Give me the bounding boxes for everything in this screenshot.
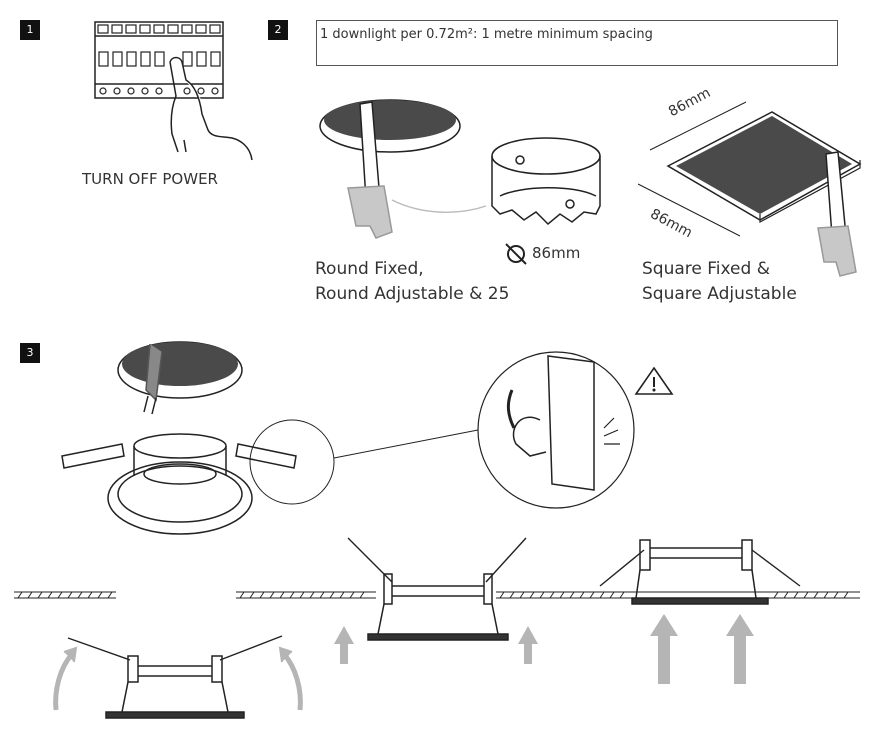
square-caption-line2: Square Adjustable [642,284,797,304]
round-caption-line2: Round Adjustable & 25 [315,284,510,304]
square-saw-icon [817,151,857,277]
turn-off-power-caption: TURN OFF POWER [82,170,218,188]
ceiling-line-1 [14,591,116,599]
square-caption-line1: Square Fixed & [642,259,770,279]
round-caption-line1: Round Fixed, [315,259,424,279]
ceiling-line-3 [496,591,860,599]
up-arrow-large-right [726,614,754,684]
spring-clip-detail [477,351,635,509]
fixture-side-view-1 [67,635,283,719]
round-ceiling-hole [319,99,461,153]
curved-arrow-left [53,646,78,711]
fixture-side-view-3 [599,539,801,605]
drywall-saw-icon [347,101,393,239]
step-3-badge: 3 [20,343,40,363]
ceiling-line-2 [236,591,376,599]
spacing-note-box: 1 downlight per 0.72m²: 1 metre minimum … [316,20,838,66]
curved-arrow-right [278,646,303,711]
spacing-note: 1 downlight per 0.72m²: 1 metre minimum … [320,27,653,42]
breaker-panel-icon [94,21,253,161]
step-1-badge: 1 [20,20,40,40]
up-arrow-small-right [518,626,538,664]
up-arrow-small-left [334,626,354,664]
step-2-badge: 2 [268,20,288,40]
cable-hole [117,341,243,415]
up-arrow-large-left [650,614,678,684]
hole-saw-icon [491,137,601,226]
warning-triangle-icon [634,366,674,395]
fixture-side-view-2 [347,537,527,641]
square-ceiling-hole [637,101,862,237]
hole-diameter-label: 86mm [532,244,581,262]
diameter-icon [505,243,527,265]
downlight-fixture [61,433,297,535]
